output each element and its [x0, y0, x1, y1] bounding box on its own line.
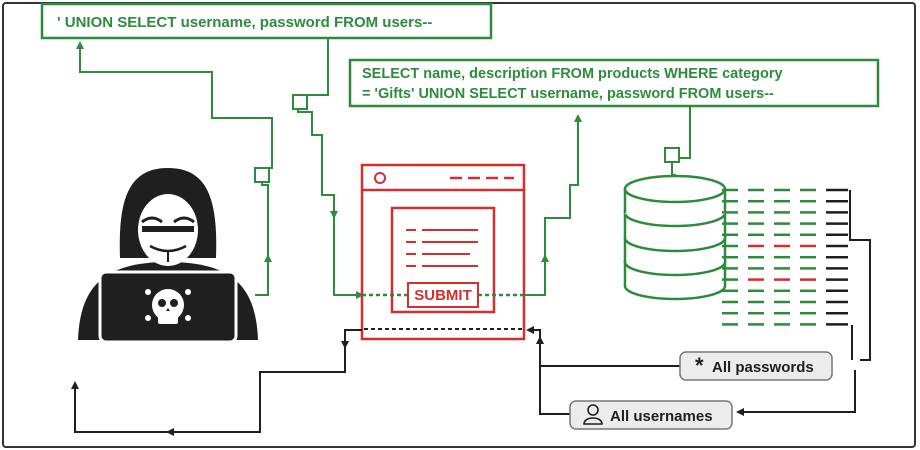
- usernames-result-pill: All usernames: [569, 400, 733, 430]
- arrow-db-to-usernames: [736, 370, 856, 416]
- query-line-2: = 'Gifts' UNION SELECT username, passwor…: [362, 86, 774, 102]
- form-lines: [406, 229, 478, 267]
- arrow-form-down: [341, 329, 362, 349]
- arrow-into-submit: [333, 215, 364, 299]
- window-circle-icon: [374, 172, 386, 184]
- query-line-1: SELECT name, description FROM products W…: [362, 66, 783, 82]
- web-form-window: [360, 163, 526, 341]
- hacker-illustration: [78, 168, 258, 344]
- asterisk-icon: *: [695, 353, 704, 378]
- submit-button[interactable]: SUBMIT: [407, 282, 479, 308]
- skull-icon: [145, 289, 191, 324]
- submit-button-label: SUBMIT: [414, 287, 472, 304]
- passwords-result-pill: * All passwords: [679, 351, 833, 381]
- connector-node-2: [292, 94, 308, 110]
- connector-node-3: [664, 147, 680, 163]
- user-icon: [583, 404, 603, 425]
- arrow-db-to-passwords: [849, 190, 871, 361]
- database-icon: [623, 174, 727, 301]
- injection-payload-box: ' UNION SELECT username, password FROM u…: [40, 2, 493, 40]
- connector-node-1: [254, 167, 270, 183]
- query-box: SELECT name, description FROM products W…: [348, 58, 880, 108]
- usernames-result-label: All usernames: [610, 408, 713, 425]
- passwords-result-label: All passwords: [712, 359, 814, 376]
- arrow-return-to-hacker: [166, 345, 346, 436]
- database-table: [722, 188, 848, 326]
- return-connectors: [71, 190, 871, 436]
- arrow-hacker-up: [255, 254, 272, 296]
- arrow-to-query-box: [544, 114, 582, 258]
- arrow-to-payload-box: [76, 41, 273, 258]
- arrow-payload-to-form: [297, 38, 338, 219]
- injection-payload-text: ' UNION SELECT username, password FROM u…: [57, 14, 432, 31]
